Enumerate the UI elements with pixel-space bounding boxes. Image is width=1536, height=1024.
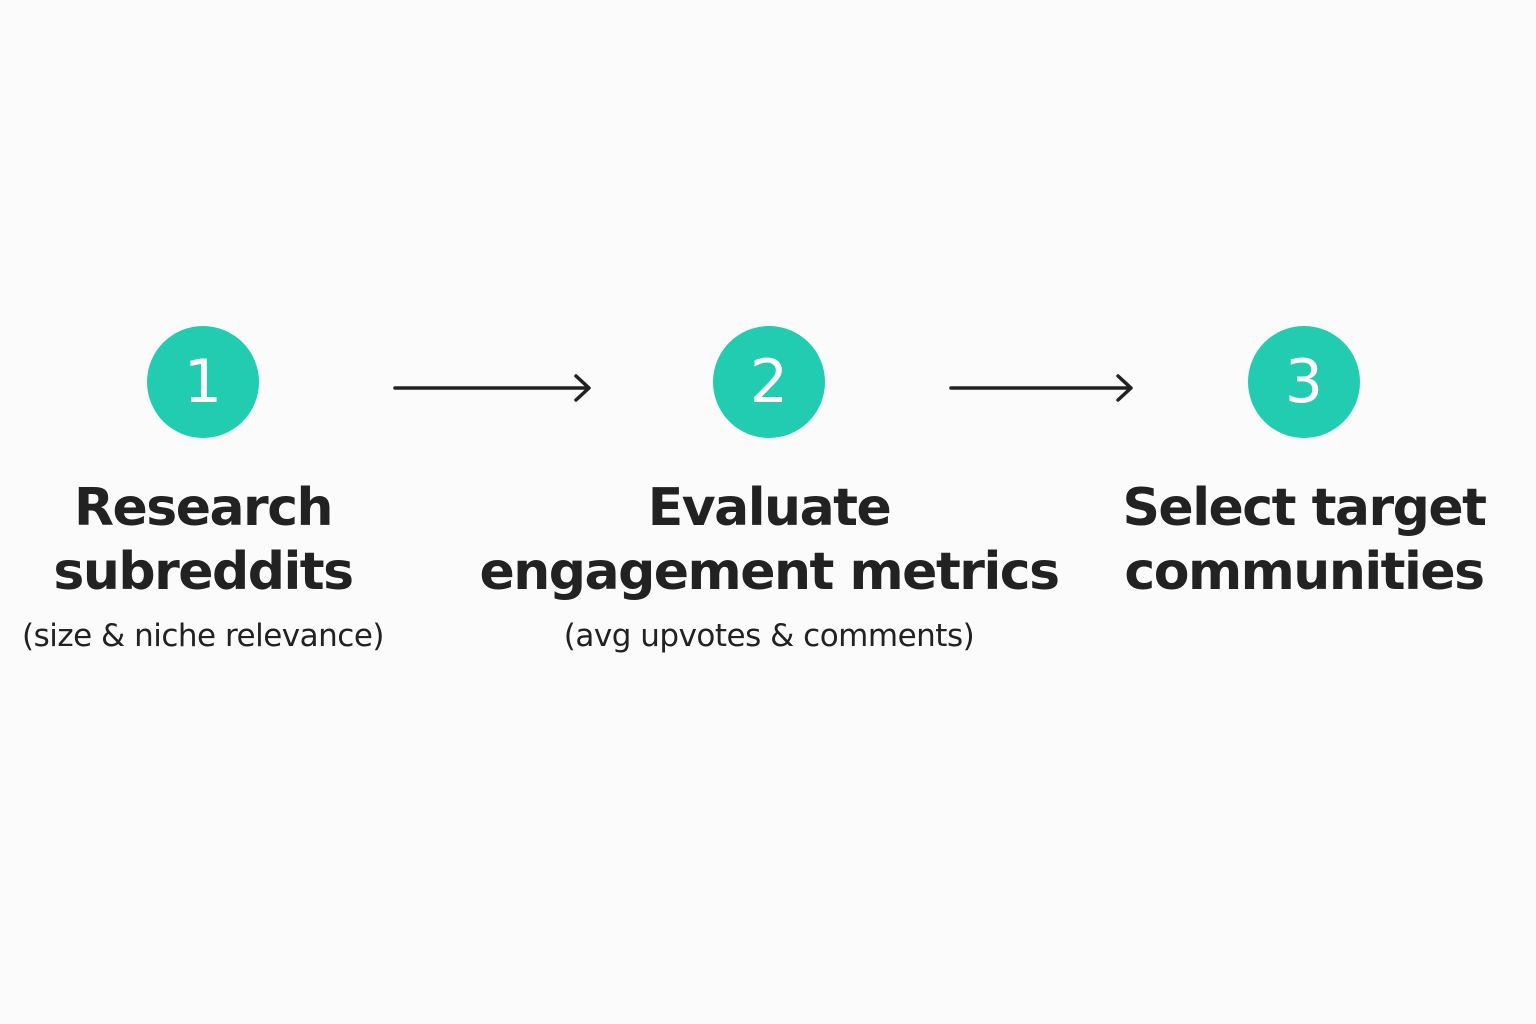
step-number: 2	[749, 347, 789, 417]
step-number: 1	[183, 347, 223, 417]
step-3: 3 Select target communities	[1044, 326, 1536, 604]
step-title-line: engagement metrics	[479, 542, 1060, 602]
step-title: Research subreddits	[53, 476, 354, 604]
step-number-badge: 3	[1248, 326, 1360, 438]
arrow-right-icon	[393, 374, 591, 402]
step-1: 1 Research subreddits (size & niche rele…	[0, 326, 463, 656]
step-title-line: Evaluate	[647, 478, 892, 538]
step-title-line: Research	[73, 478, 334, 538]
step-number: 3	[1284, 347, 1324, 417]
step-number-badge: 1	[147, 326, 259, 438]
step-title: Evaluate engagement metrics	[479, 476, 1060, 604]
step-title-line: subreddits	[53, 542, 354, 602]
step-subtitle: (size & niche relevance)	[22, 618, 384, 654]
step-title-line: communities	[1124, 542, 1485, 602]
step-2: 2 Evaluate engagement metrics (avg upvot…	[479, 326, 1060, 656]
step-subtitle: (avg upvotes & comments)	[563, 618, 975, 654]
arrow-right-icon	[949, 374, 1133, 402]
step-title: Select target communities	[1122, 476, 1487, 604]
step-number-badge: 2	[713, 326, 825, 438]
step-title-line: Select target	[1122, 478, 1487, 538]
